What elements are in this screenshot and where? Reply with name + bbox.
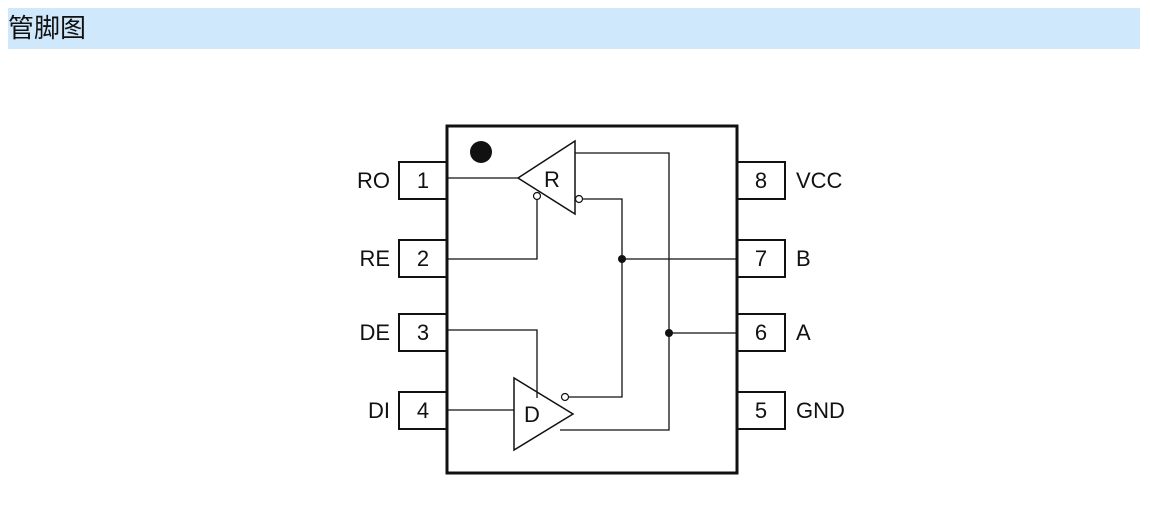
pin-box-5 bbox=[736, 391, 786, 430]
pin-number-5: 5 bbox=[755, 398, 767, 423]
pin-name-6: A bbox=[796, 320, 811, 345]
pin-name-1: RO bbox=[357, 168, 390, 193]
title-bar: 管脚图 bbox=[8, 8, 1140, 49]
wire-re bbox=[447, 200, 538, 260]
pin-name-8: VCC bbox=[796, 168, 843, 193]
pin-name-3: DE bbox=[359, 320, 390, 345]
ic-body bbox=[445, 124, 739, 475]
wire-receiver-b bbox=[583, 198, 623, 259]
pin-number-2: 2 bbox=[417, 246, 429, 271]
pin-number-4: 4 bbox=[417, 398, 429, 423]
wire-driver-a bbox=[560, 333, 670, 431]
pin-name-7: B bbox=[796, 246, 811, 271]
receiver-inverting-bubble bbox=[574, 194, 584, 204]
pin1-marker-icon bbox=[470, 141, 492, 163]
page-title: 管脚图 bbox=[8, 14, 87, 44]
receiver-label: R bbox=[544, 167, 560, 192]
receiver-buffer bbox=[516, 139, 576, 216]
wire-driver-b bbox=[569, 259, 623, 398]
receiver-enable-bubble bbox=[532, 191, 542, 201]
pin-box-3 bbox=[398, 313, 448, 352]
pin-name-2: RE bbox=[359, 246, 390, 271]
wire-receiver-a bbox=[575, 152, 670, 333]
driver-buffer bbox=[513, 376, 575, 452]
driver-label: D bbox=[524, 402, 540, 427]
junction-b bbox=[618, 255, 626, 263]
pin-name-4: DI bbox=[368, 398, 390, 423]
pin-number-7: 7 bbox=[755, 246, 767, 271]
pin-number-3: 3 bbox=[417, 320, 429, 345]
wire-de bbox=[447, 329, 538, 398]
pin-box-8 bbox=[736, 161, 786, 200]
pin-number-1: 1 bbox=[417, 168, 429, 193]
pin-box-1 bbox=[398, 161, 448, 200]
pin-name-5: GND bbox=[796, 398, 845, 423]
driver-output-bubble bbox=[560, 392, 570, 402]
pin-number-8: 8 bbox=[755, 168, 767, 193]
pin-number-6: 6 bbox=[755, 320, 767, 345]
junction-a bbox=[665, 329, 673, 337]
